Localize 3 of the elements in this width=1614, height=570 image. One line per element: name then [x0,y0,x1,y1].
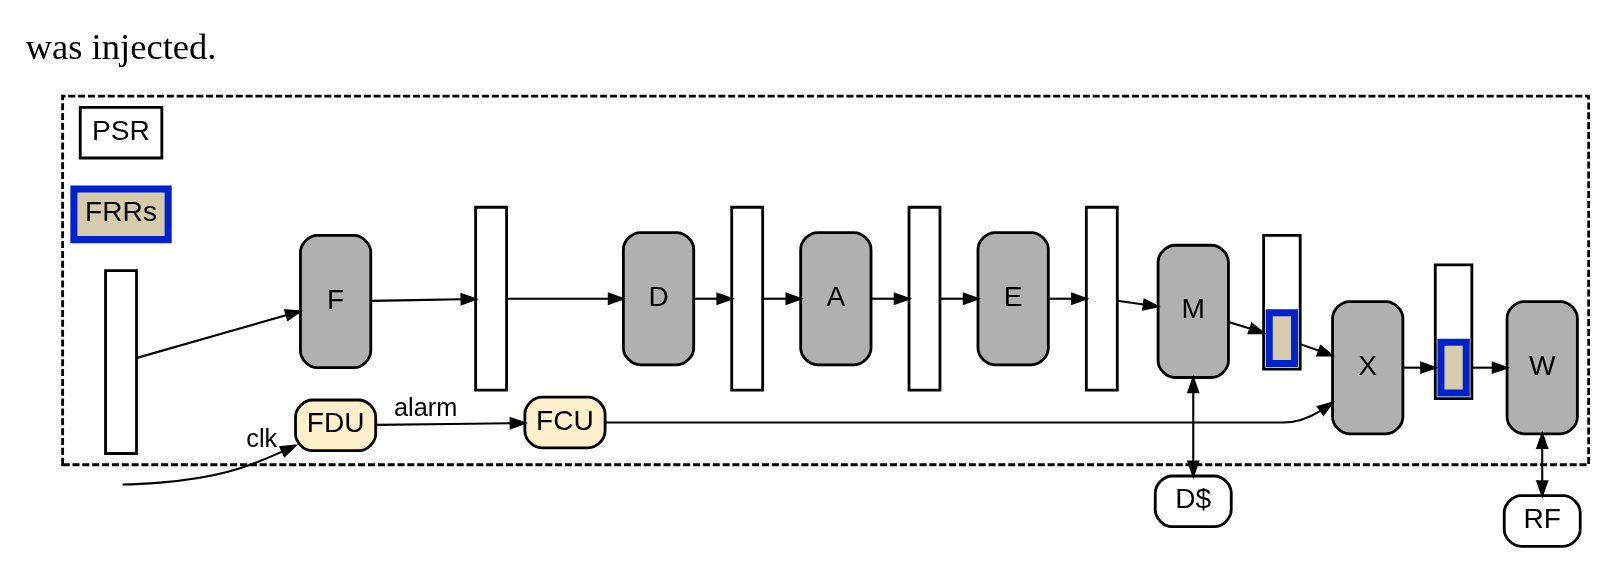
edge-label: clk [246,424,278,453]
label: was injected. [25,25,217,67]
edge-label: alarm [394,393,458,422]
